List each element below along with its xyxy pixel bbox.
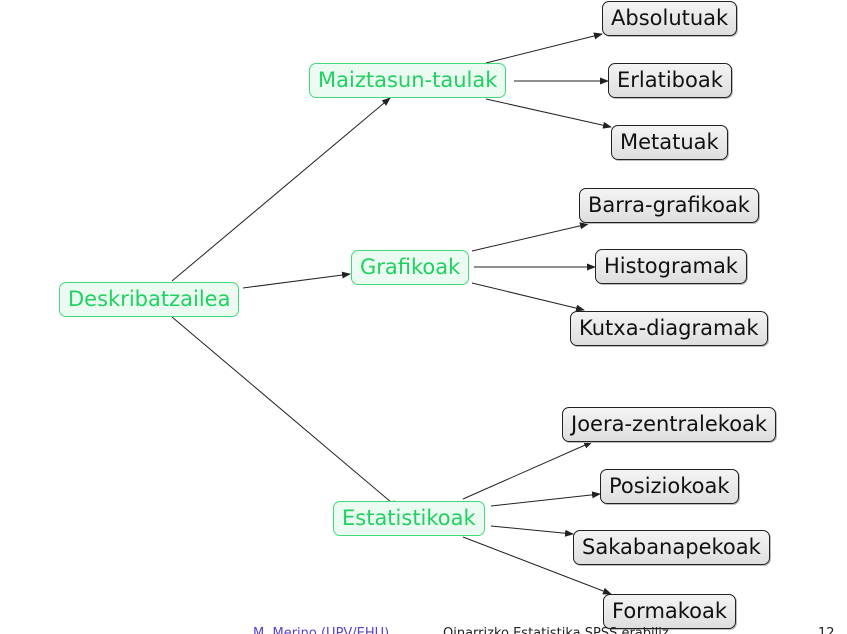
edge-maiztasun-to-absolutuak — [485, 32, 603, 64]
footer-page-number: 12 — [818, 626, 835, 634]
leaf-node-formakoak: Formakoak — [603, 594, 737, 629]
leaf-node-sakabanapekoak: Sakabanapekoak — [573, 530, 770, 565]
edge-maiztasun-to-metatuak — [485, 98, 612, 129]
edge-root-to-estatistikoak — [171, 316, 399, 509]
leaf-node-posiziokoak: Posiziokoak — [600, 469, 739, 504]
edge-root-to-maiztasun-taulak — [171, 97, 391, 282]
slide-footer: M. Merino (UPV/EHU) Oinarrizko Estatisti… — [0, 624, 847, 634]
footer-author[interactable]: M. Merino (UPV/EHU) — [253, 626, 390, 634]
edge-estatistikoak-to-joera-zentralekoak — [462, 441, 593, 500]
branch-node-maiztasun-taulak: Maiztasun-taulak — [309, 63, 507, 98]
branch-node-grafikoak: Grafikoak — [351, 250, 470, 285]
leaf-node-absolutuak: Absolutuak — [602, 1, 738, 36]
leaf-node-erlatiboak: Erlatiboak — [608, 63, 732, 98]
branch-node-estatistikoak: Estatistikoak — [333, 501, 485, 536]
root-node-deskribatzailea: Deskribatzailea — [59, 282, 240, 317]
edge-estatistikoak-to-sakabanapekoak — [490, 525, 574, 537]
edge-estatistikoak-to-formakoak — [462, 536, 612, 595]
leaf-node-barra-grafikoak: Barra-grafikoak — [579, 188, 759, 223]
leaf-node-joera-zentralekoak: Joera-zentralekoak — [562, 407, 777, 442]
edge-grafikoak-to-barra-grafikoak — [471, 222, 589, 252]
leaf-node-kutxa-diagramak: Kutxa-diagramak — [570, 311, 768, 346]
footer-title: Oinarrizko Estatistika SPSS erabiliz — [443, 626, 669, 634]
leaf-node-metatuak: Metatuak — [611, 125, 728, 160]
edge-root-to-grafikoak — [242, 271, 351, 289]
edge-grafikoak-to-kutxa-diagramak — [471, 282, 585, 312]
leaf-node-histogramak: Histogramak — [595, 249, 747, 284]
edge-estatistikoak-to-posiziokoak — [490, 491, 601, 507]
